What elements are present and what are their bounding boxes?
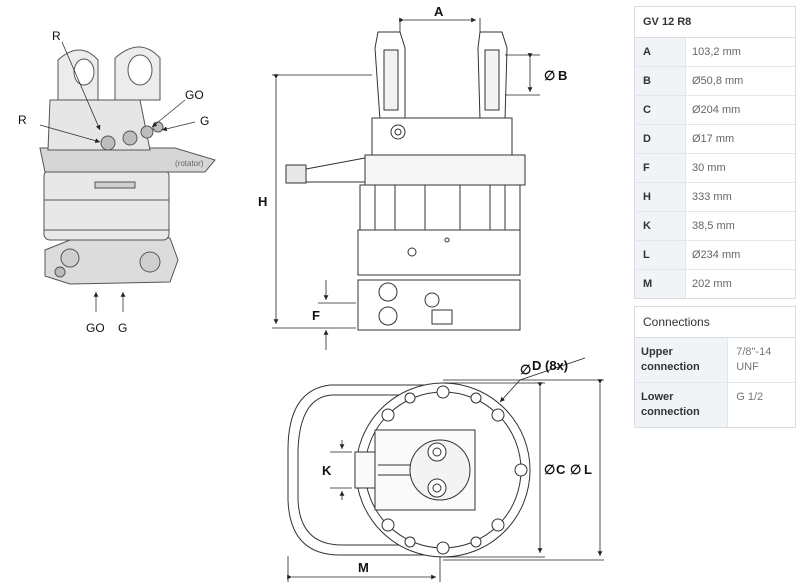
dim-m-label: M bbox=[358, 560, 369, 575]
label-g-top: G bbox=[200, 114, 209, 128]
spec-value: Ø17 mm bbox=[692, 133, 735, 145]
dim-d-label: D (8x) bbox=[532, 358, 568, 373]
connection-row: Upper connection 7/8"-14 UNF bbox=[635, 338, 795, 383]
spec-key: C bbox=[635, 96, 686, 124]
spec-key: F bbox=[635, 154, 686, 182]
dim-k-label: K bbox=[322, 463, 332, 478]
svg-text:(rotator): (rotator) bbox=[175, 159, 204, 168]
svg-text:∅: ∅ bbox=[570, 462, 581, 477]
connection-key: Upper connection bbox=[635, 338, 729, 382]
dim-a-label: A bbox=[434, 4, 444, 19]
label-go-bottom: GO bbox=[86, 321, 105, 335]
spec-row: F 30 mm bbox=[635, 154, 795, 183]
connection-key: Lower connection bbox=[635, 383, 729, 427]
spec-key: H bbox=[635, 183, 686, 211]
spec-value: 333 mm bbox=[692, 191, 732, 203]
spec-row: H 333 mm bbox=[635, 183, 795, 212]
spec-row: M 202 mm bbox=[635, 270, 795, 298]
label-r-left: R bbox=[18, 113, 27, 127]
dim-c-label: C bbox=[556, 462, 566, 477]
isometric-callouts bbox=[39, 41, 196, 312]
spec-value: Ø204 mm bbox=[692, 104, 741, 116]
technical-drawing: (rotator) R R GO G GO G bbox=[18, 4, 604, 582]
spec-value: 202 mm bbox=[692, 278, 732, 290]
spec-value: 30 mm bbox=[692, 162, 726, 174]
spec-key: B bbox=[635, 67, 686, 95]
spec-value: Ø50,8 mm bbox=[692, 75, 744, 87]
spec-key: D bbox=[635, 125, 686, 153]
label-g-bottom: G bbox=[118, 321, 127, 335]
connection-value: 7/8"-14 UNF bbox=[736, 346, 772, 373]
top-dimensions bbox=[287, 357, 604, 582]
specifications-title: GV 12 R8 bbox=[635, 7, 795, 38]
spec-value: 103,2 mm bbox=[692, 46, 741, 58]
isometric-view: (rotator) bbox=[39, 46, 216, 285]
dim-f-label: F bbox=[312, 308, 320, 323]
spec-value: Ø234 mm bbox=[692, 249, 741, 261]
spec-key: L bbox=[635, 241, 686, 269]
connections-table: Connections Upper connection 7/8"-14 UNF… bbox=[634, 306, 796, 428]
connection-row: Lower connection G 1/2 bbox=[635, 383, 795, 427]
dim-l-label: L bbox=[584, 462, 592, 477]
spec-row: C Ø204 mm bbox=[635, 96, 795, 125]
spec-value: 38,5 mm bbox=[692, 220, 735, 232]
svg-text:∅: ∅ bbox=[544, 462, 555, 477]
dim-b-label: B bbox=[558, 68, 567, 83]
spec-row: K 38,5 mm bbox=[635, 212, 795, 241]
spec-row: B Ø50,8 mm bbox=[635, 67, 795, 96]
side-dimensions bbox=[272, 17, 540, 350]
label-go-top: GO bbox=[185, 88, 204, 102]
spec-key: K bbox=[635, 212, 686, 240]
svg-text:∅: ∅ bbox=[520, 362, 531, 377]
svg-text:∅: ∅ bbox=[544, 68, 555, 83]
spec-row: D Ø17 mm bbox=[635, 125, 795, 154]
spec-key: M bbox=[635, 270, 686, 298]
spec-row: L Ø234 mm bbox=[635, 241, 795, 270]
connections-title: Connections bbox=[635, 307, 795, 338]
label-r-top: R bbox=[52, 29, 61, 43]
dim-h-label: H bbox=[258, 194, 267, 209]
spec-row: A 103,2 mm bbox=[635, 38, 795, 67]
connection-value: G 1/2 bbox=[736, 391, 764, 403]
side-view bbox=[285, 31, 526, 331]
spec-key: A bbox=[635, 38, 686, 66]
